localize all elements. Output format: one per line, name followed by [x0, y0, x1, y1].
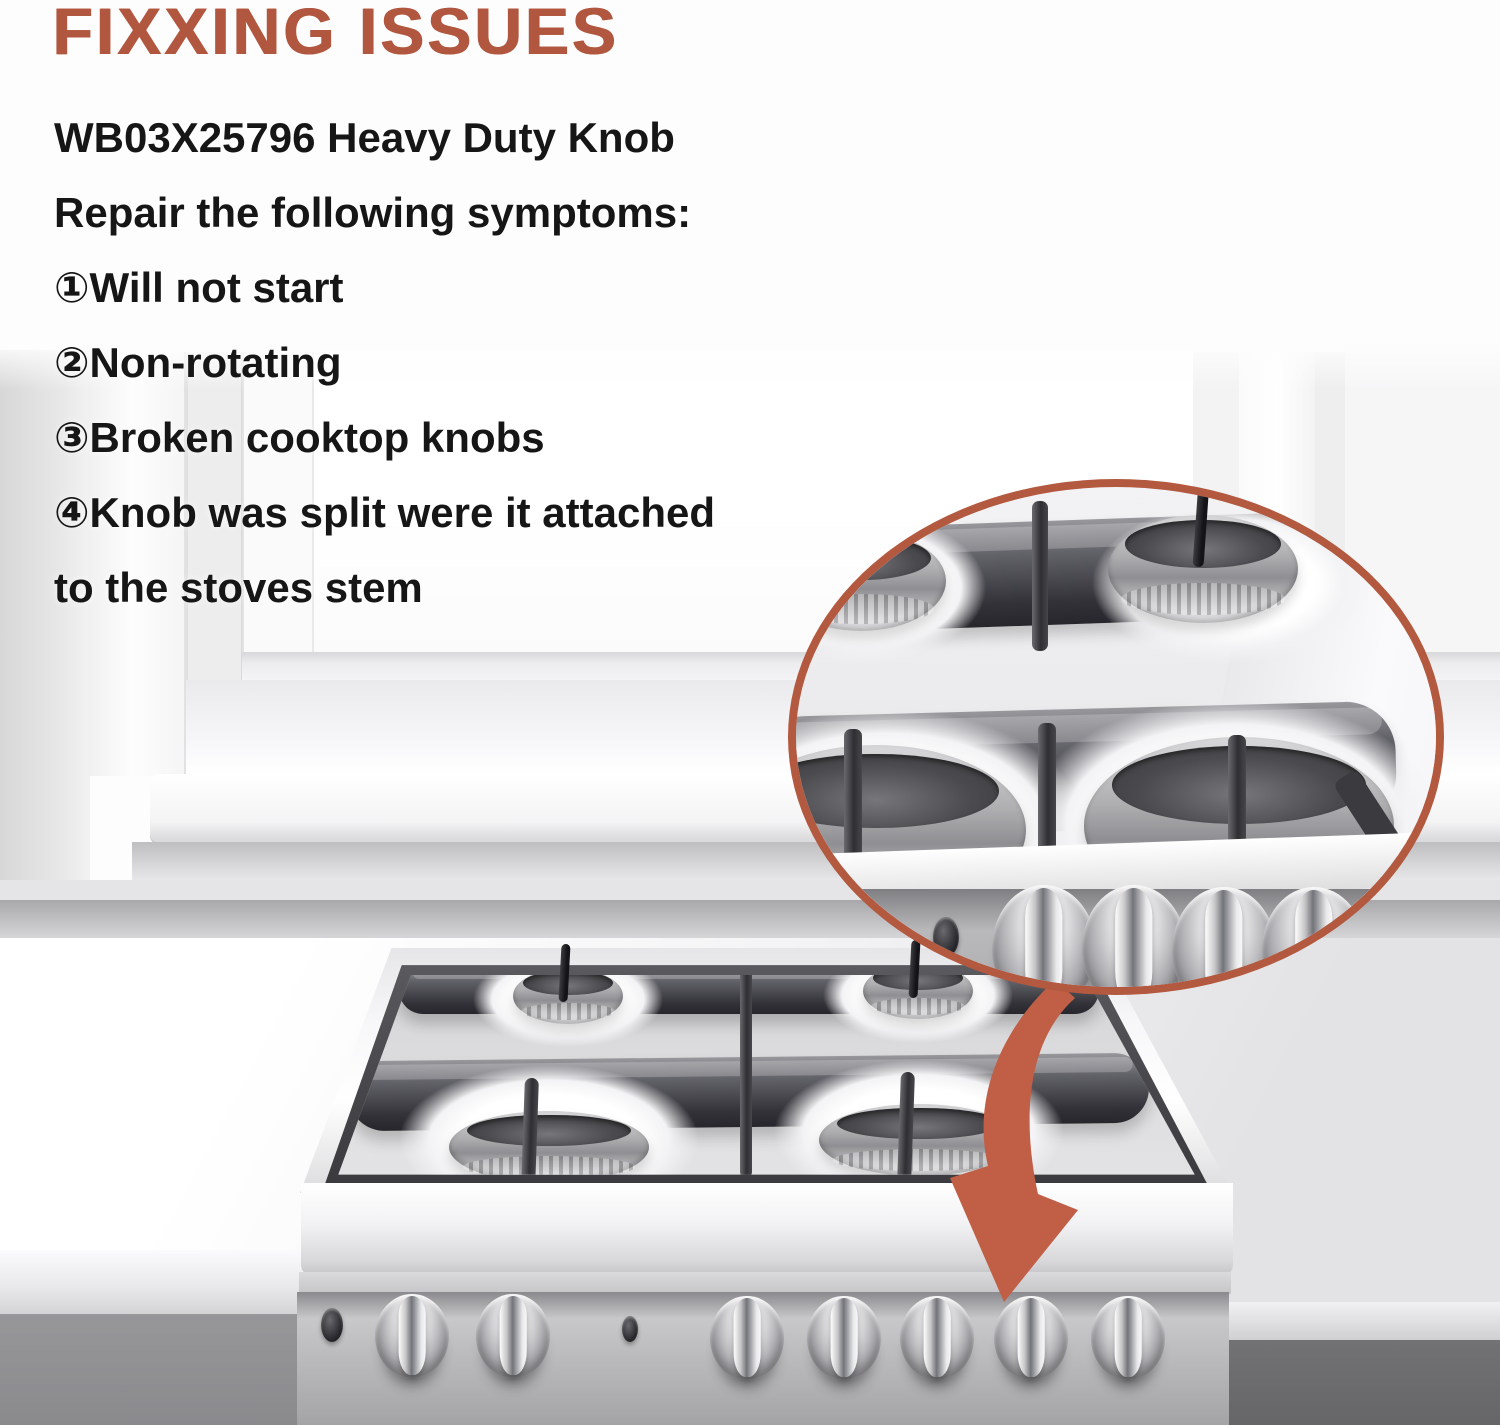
- indicator-dot-center: [622, 1316, 638, 1342]
- symptom-4: ④Knob was split were it attached: [54, 489, 716, 536]
- part-number-line: WB03X25796 Heavy Duty Knob: [54, 114, 675, 161]
- symptom-3: ③Broken cooktop knobs: [54, 414, 545, 461]
- counter-front-edge-right: [1225, 1302, 1500, 1342]
- magnified-indicator-dot: [933, 917, 959, 957]
- window-frame-left-inner: [242, 352, 314, 680]
- magnified-burner-top-left: [796, 531, 946, 631]
- magnifier-circle: [788, 479, 1444, 995]
- symptom-1: ①Will not start: [54, 264, 344, 311]
- magnified-knob-1: [992, 885, 1096, 987]
- magnified-knob-3: [1172, 887, 1276, 987]
- counter-shadow-right: [1225, 1340, 1500, 1425]
- control-knob-7: [1091, 1296, 1165, 1380]
- control-knob-1: [375, 1294, 449, 1378]
- stove-front-apron: [301, 1183, 1233, 1275]
- magnified-knob-2: [1082, 885, 1186, 987]
- symptom-2: ②Non-rotating: [54, 339, 342, 386]
- stove-control-panel: [297, 1292, 1229, 1425]
- wall-top-fade: [0, 330, 1500, 390]
- wall-left: [0, 350, 90, 906]
- magnified-stove-view: [796, 487, 1436, 987]
- curved-arrow-icon: [880, 950, 1220, 1340]
- burner-front-left: [449, 1111, 649, 1175]
- counter-front-edge-left: [0, 1250, 310, 1316]
- symptom-4-wrap: to the stoves stem: [54, 564, 423, 611]
- counter-shadow-left: [0, 1314, 310, 1425]
- symptom-list: WB03X25796 Heavy Duty Knob Repair the fo…: [54, 100, 715, 625]
- control-knob-3: [710, 1296, 784, 1380]
- page-title: FIXXING ISSUES: [52, 0, 619, 68]
- control-knob-5: [900, 1296, 974, 1380]
- repair-intro-line: Repair the following symptoms:: [54, 189, 692, 236]
- grate-center-bar: [740, 974, 752, 1175]
- window-frame-left-recess: [186, 352, 242, 702]
- window-frame-left-outer: [88, 352, 186, 776]
- indicator-dot-left: [321, 1308, 343, 1342]
- control-knob-4: [807, 1296, 881, 1380]
- control-knob-6: [994, 1296, 1068, 1380]
- magnified-grate-bar-top: [1032, 501, 1048, 651]
- magnified-knob-4: [1262, 887, 1366, 987]
- control-knob-2: [476, 1294, 550, 1378]
